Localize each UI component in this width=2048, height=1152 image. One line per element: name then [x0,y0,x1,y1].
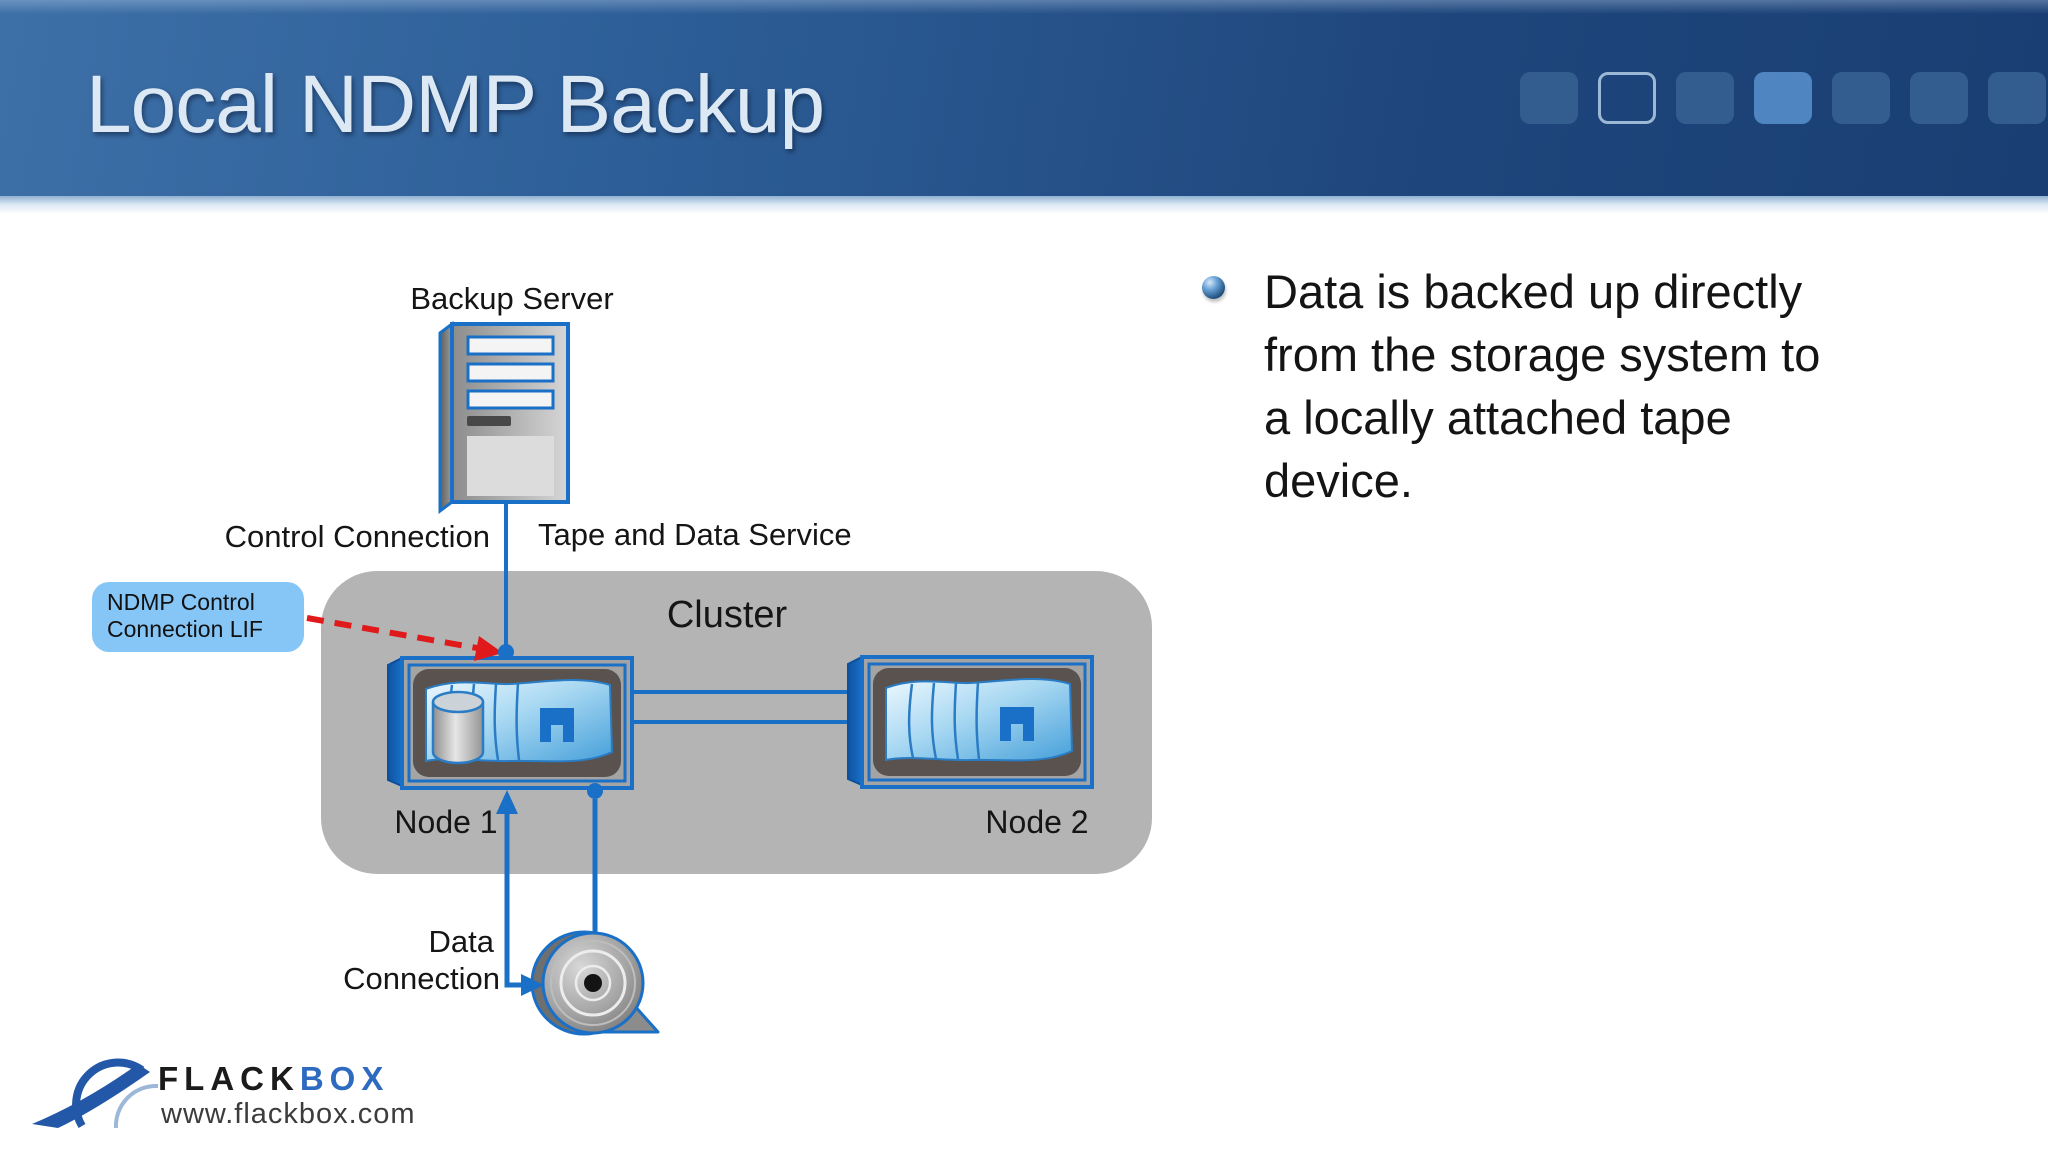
bullet-line: Data is backed up directly [1264,265,1803,318]
page-title: Local NDMP Backup [86,59,825,150]
tape-data-service-label: Tape and Data Service [538,517,852,552]
decor-square [1832,72,1890,124]
bridge-logo-icon [32,1058,159,1129]
callout-line2: Connection LIF [107,616,263,642]
disk-cylinder [431,690,485,765]
data-connection-arrow [496,790,544,996]
brand-name-secondary: BOX [299,1060,390,1097]
bullet-line: from the storage system to [1264,328,1821,381]
callout-pointer-arrow [306,615,503,661]
ndmp-lif-callout: NDMP Control Connection LIF [92,582,304,652]
callout-line1: NDMP Control [107,589,255,615]
node2-illustration [846,655,1094,789]
decor-square [1910,72,1968,124]
brand-name-primary: FLACK [158,1060,300,1097]
node1-illustration [386,656,634,790]
tape-device-illustration [530,799,660,1036]
data-connection-label-line2: Connection [343,961,500,996]
node2-label: Node 2 [985,804,1088,840]
backup-server-label: Backup Server [410,281,613,316]
decor-square [1988,72,2046,124]
bullet-text: Data is backed up directly from the stor… [1264,260,1994,512]
bullet-line: a locally attached tape [1264,391,1732,444]
flackbox-logo: FLACKBOX www.flackbox.com [30,1040,480,1140]
header-decor-squares [1520,72,2046,124]
decor-square [1676,72,1734,124]
ndmp-lif-dot [498,644,514,660]
header-bottom-band [0,196,2048,214]
decor-square [1598,72,1656,124]
control-connection-label: Control Connection [225,519,490,554]
node1-label: Node 1 [394,804,497,840]
bullet-icon [1202,276,1225,299]
header-banner: Local NDMP Backup [0,0,2048,196]
decor-square [1754,72,1812,124]
decor-square [1520,72,1578,124]
data-connection-label-line1: Data [429,924,495,959]
data-lif-dot [587,783,603,799]
cluster-label: Cluster [667,594,788,636]
bullet-line: device. [1264,454,1413,507]
brand-url: www.flackbox.com [161,1098,416,1130]
brand-name: FLACKBOX [158,1060,389,1098]
backup-server-illustration [438,321,570,514]
